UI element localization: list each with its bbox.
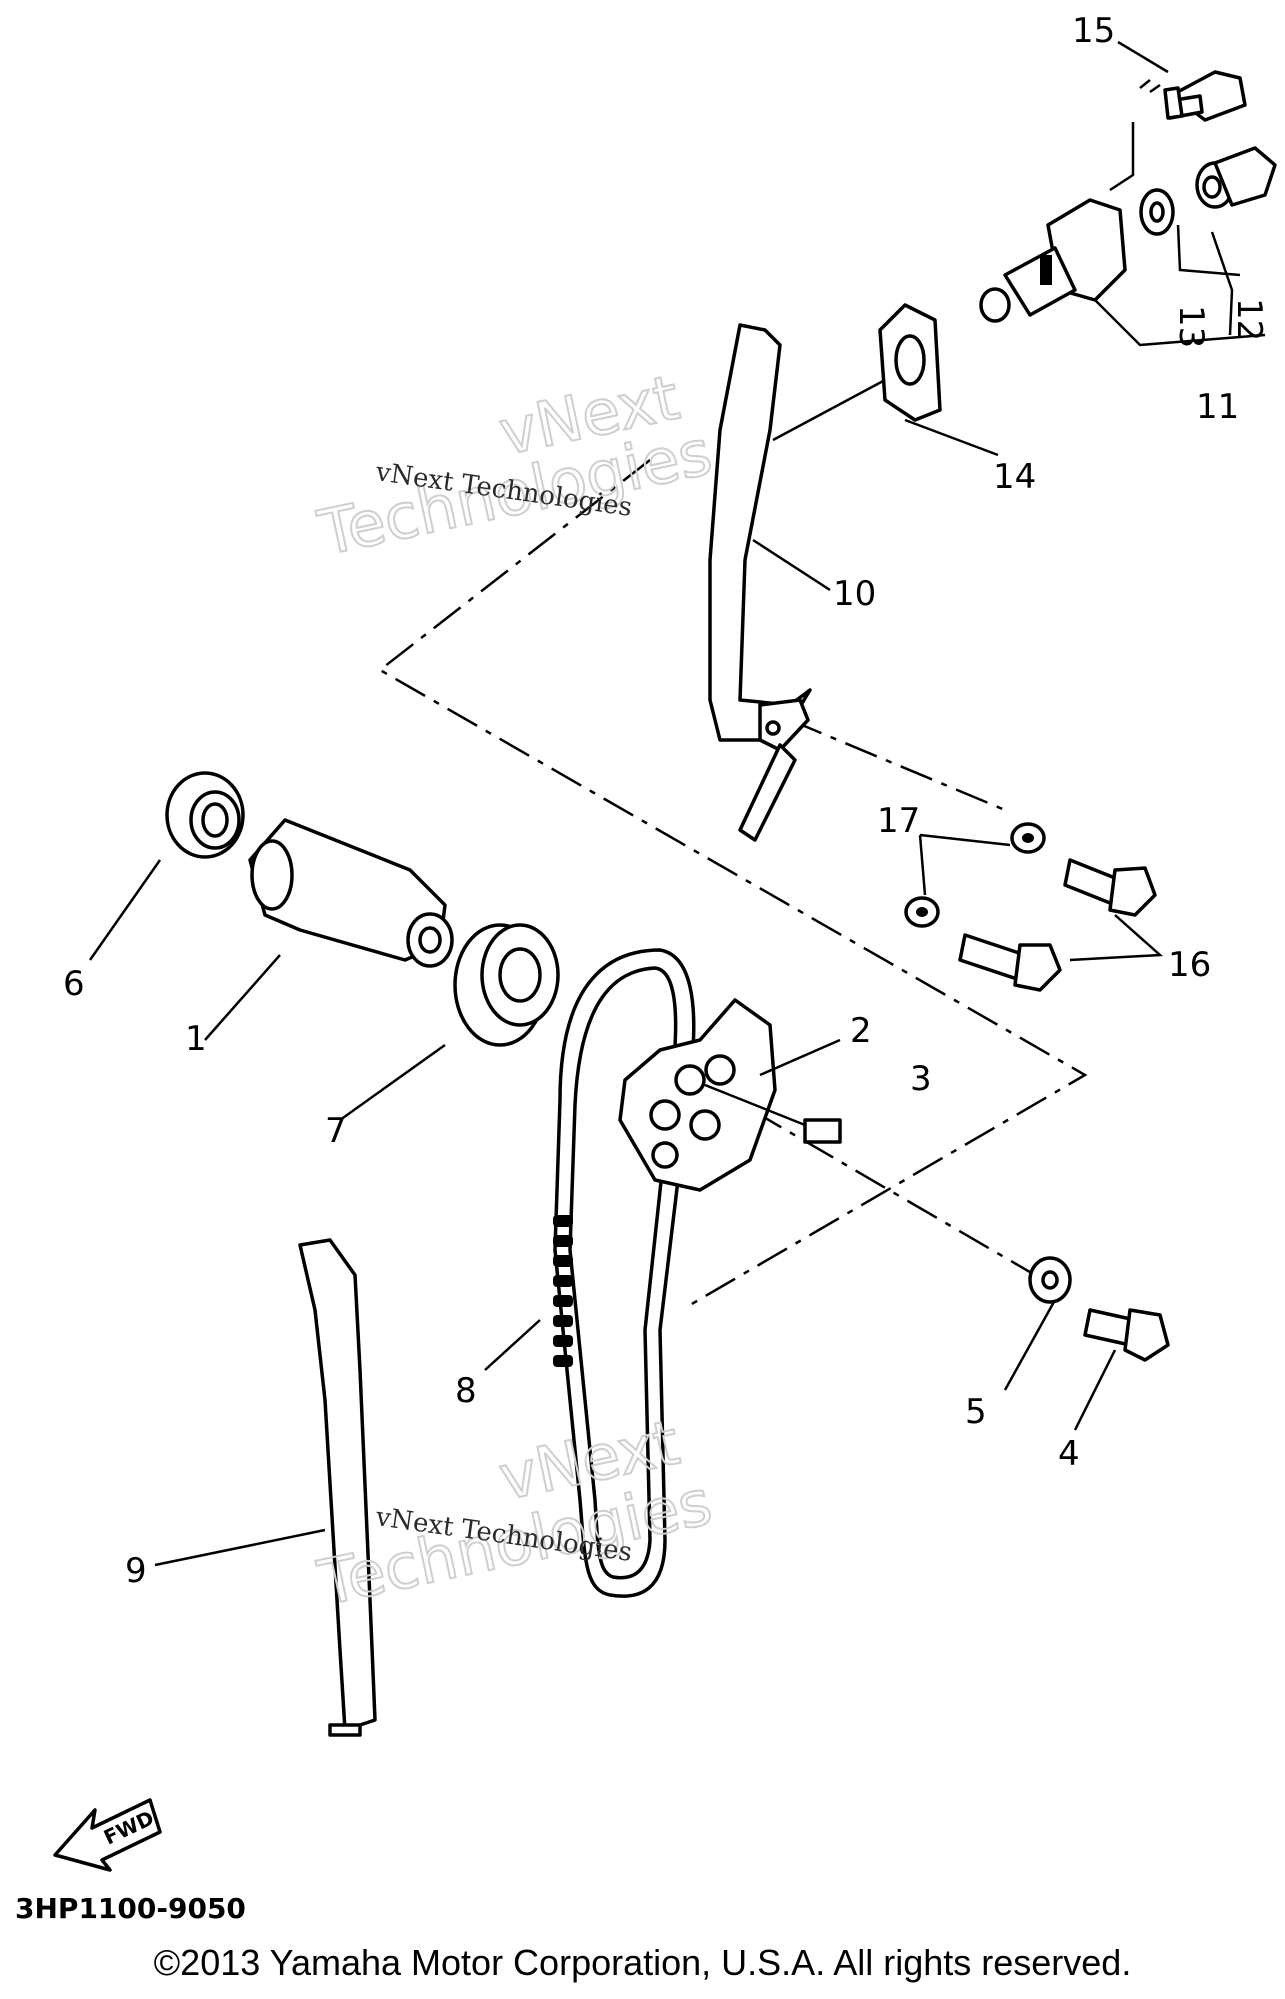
callout-2: 2 <box>850 1011 872 1051</box>
fwd-arrow-icon: FWD <box>53 1798 162 1872</box>
bolts-16 <box>958 858 1157 992</box>
washers-17 <box>904 822 1046 928</box>
washer-13 <box>1139 188 1175 236</box>
callout-13: 13 <box>1171 305 1211 348</box>
callout-10: 10 <box>833 574 876 614</box>
tensioner-11 <box>979 198 1127 323</box>
diagram-code: 3HP1100-9050 <box>15 1892 246 1925</box>
callout-11: 11 <box>1196 387 1239 427</box>
callout-17: 17 <box>877 801 920 841</box>
sprocket-2 <box>618 998 777 1192</box>
callout-9: 9 <box>125 1551 147 1591</box>
callout-12: 12 <box>1229 298 1269 341</box>
chain-guide-9 <box>298 1238 377 1737</box>
callout-1: 1 <box>185 1019 207 1059</box>
bearing-6 <box>165 771 245 859</box>
callout-16: 16 <box>1168 945 1211 985</box>
callout-4: 4 <box>1058 1434 1080 1474</box>
plug-12 <box>1195 146 1277 209</box>
bearing-7 <box>453 923 560 1047</box>
callout-3: 3 <box>910 1059 932 1099</box>
gasket-14 <box>878 303 942 422</box>
callout-15: 15 <box>1072 11 1115 51</box>
copyright-notice: ©2013 Yamaha Motor Corporation, U.S.A. A… <box>153 1942 1132 1983</box>
tensioner-guide-10 <box>708 323 812 842</box>
watermark-top: vNext Technologies vNext Technologies <box>311 360 719 571</box>
washer-5 <box>1028 1256 1072 1304</box>
callout-7: 7 <box>325 1111 347 1151</box>
callout-6: 6 <box>63 964 85 1004</box>
pin-3 <box>704 1083 842 1144</box>
callout-5: 5 <box>965 1392 987 1432</box>
callout-14: 14 <box>993 457 1036 497</box>
camshaft-1 <box>248 818 454 968</box>
bolt-15 <box>1139 70 1247 122</box>
leader-lines <box>88 40 1266 1567</box>
bolt-4 <box>1083 1308 1170 1362</box>
watermark-bottom: vNext Technologies vNext Technologies <box>311 1405 719 1621</box>
callout-labels: 1 2 3 4 5 6 7 8 9 10 11 12 13 14 15 16 1… <box>63 11 1269 1591</box>
callout-8: 8 <box>455 1371 477 1411</box>
